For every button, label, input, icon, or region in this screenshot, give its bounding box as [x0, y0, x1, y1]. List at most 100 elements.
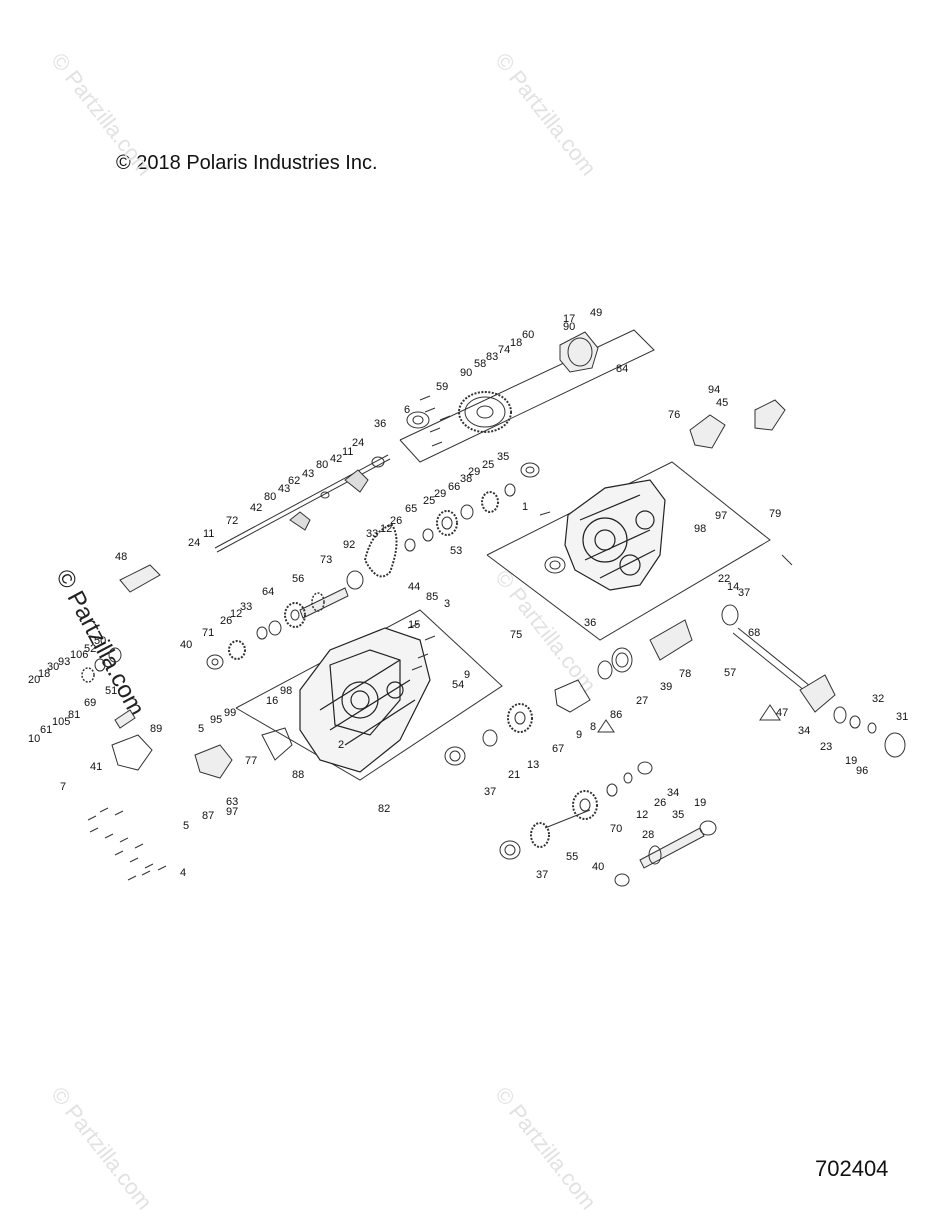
callout-label: 90	[563, 321, 575, 333]
callout-label: 49	[590, 307, 602, 319]
callout-label: 24	[352, 437, 364, 449]
shift-rail-assembly	[214, 454, 391, 553]
callout-label: 29	[434, 488, 446, 500]
callout-label: 82	[378, 803, 390, 815]
callout-label: 84	[616, 363, 628, 375]
transmission-housing-rear	[299, 627, 431, 773]
callout-label: 30	[47, 661, 59, 673]
bearing-39	[611, 647, 633, 673]
gear-cluster-65	[404, 483, 516, 552]
callout-label: 18	[38, 668, 50, 680]
callout-label: 36	[584, 617, 596, 629]
pump-77	[194, 744, 233, 779]
callout-label: 97	[226, 806, 238, 818]
callout-label: 31	[896, 711, 908, 723]
bearing-40b	[614, 873, 630, 887]
differential-49	[559, 331, 599, 373]
callout-label: 89	[150, 723, 162, 735]
callout-labels: 4917906018748358905984944576636241142804…	[28, 307, 908, 881]
callout-label: 85	[426, 591, 438, 603]
callout-label: 24	[188, 537, 200, 549]
bearing-37c	[499, 840, 521, 860]
callout-label: 40	[592, 861, 604, 873]
fasteners	[87, 395, 451, 881]
callout-label: 93	[58, 656, 70, 668]
callout-label: 40	[180, 639, 192, 651]
callout-label: 80	[316, 459, 328, 471]
bearing-36b-inner	[549, 560, 561, 570]
figure-number: 702404	[815, 1156, 889, 1181]
pin-1	[539, 511, 551, 516]
callout-label: 10	[28, 733, 40, 745]
callout-label: 6	[404, 404, 410, 416]
callout-label: 72	[226, 515, 238, 527]
callout-label: 79	[769, 508, 781, 520]
shaft-28	[639, 827, 705, 869]
callout-label: 11	[342, 446, 353, 458]
pin-right	[781, 554, 793, 566]
callout-label: 71	[202, 627, 214, 639]
callout-label: 98	[280, 685, 292, 697]
callout-label: 47	[776, 707, 788, 719]
gear-70	[572, 790, 598, 820]
callout-label: 9	[464, 669, 470, 681]
callout-label: 8	[590, 721, 596, 733]
callout-label: 5	[198, 723, 204, 735]
callout-label: 80	[264, 491, 276, 503]
callout-label: 87	[202, 810, 214, 822]
callout-label: 34	[798, 725, 810, 737]
part-48	[119, 564, 161, 593]
callout-label: 62	[288, 475, 300, 487]
callout-label: 59	[436, 381, 448, 393]
callout-label: 42	[330, 453, 342, 465]
callout-label: 3	[444, 598, 450, 610]
output-shaft-57	[732, 627, 906, 758]
callout-label: 32	[872, 693, 884, 705]
callout-label: 12	[636, 809, 648, 821]
callout-label: 23	[820, 741, 832, 753]
ring-13	[482, 729, 498, 747]
shaft-78	[649, 619, 693, 661]
callout-label: 56	[292, 573, 304, 585]
seal-68	[721, 604, 739, 626]
callout-label: 1	[522, 501, 528, 513]
callout-label: 95	[210, 714, 222, 726]
callout-label: 25	[423, 495, 435, 507]
callout-label: 12	[230, 608, 242, 620]
callout-label: 43	[302, 468, 314, 480]
callout-label: 21	[508, 769, 520, 781]
callout-label: 90	[460, 367, 472, 379]
callout-label: 19	[694, 797, 706, 809]
callout-label: 20	[28, 674, 40, 686]
callout-label: 105	[52, 716, 70, 728]
bearing-35b	[699, 820, 717, 836]
callout-label: 53	[450, 545, 462, 557]
sensor-94	[754, 399, 786, 431]
gear-67	[507, 703, 533, 733]
callout-label: 50	[94, 635, 106, 647]
callout-label: 69	[84, 697, 96, 709]
callout-label: 38	[460, 473, 472, 485]
bracket-88	[261, 727, 293, 761]
callout-label: 43	[278, 483, 290, 495]
callout-label: 88	[292, 769, 304, 781]
bracket-89	[111, 734, 153, 771]
callout-label: 67	[552, 743, 564, 755]
callout-label: 78	[679, 668, 691, 680]
callout-label: 13	[527, 759, 539, 771]
callout-label: 39	[660, 681, 672, 693]
bearing-40a	[206, 654, 224, 670]
callout-label: 11	[203, 528, 214, 540]
callout-label: 54	[452, 679, 464, 691]
callout-label: 7	[60, 781, 66, 793]
callout-label: 26	[390, 515, 402, 527]
callout-label: 29	[468, 466, 480, 478]
callout-label: 5	[183, 820, 189, 832]
callout-label: 63	[226, 796, 238, 808]
callout-label: 45	[716, 397, 728, 409]
callout-label: 15	[408, 619, 420, 631]
callout-label: 35	[672, 809, 684, 821]
callout-label: 9	[576, 729, 582, 741]
ring-gear-59	[458, 391, 512, 433]
